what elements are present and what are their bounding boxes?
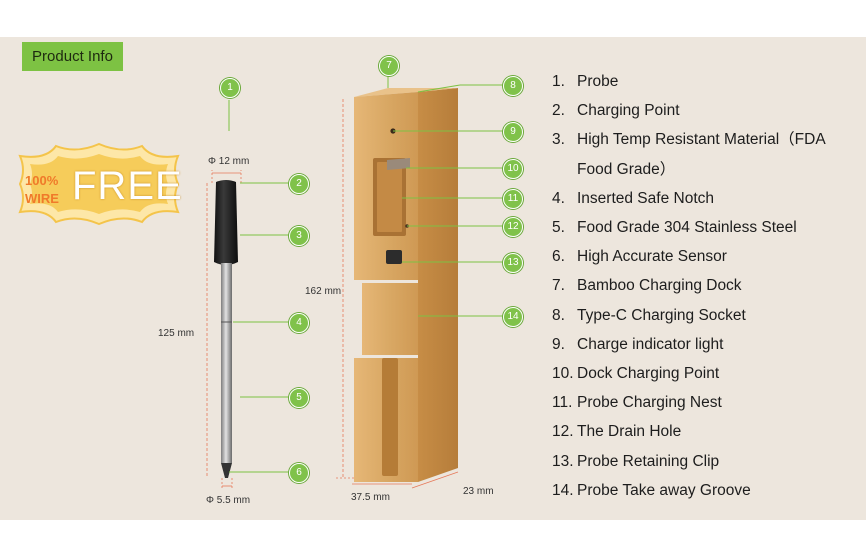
- feature-text: Charging Point: [577, 102, 680, 120]
- feature-number: 5.: [552, 219, 565, 237]
- bamboo-dock: [336, 75, 503, 489]
- callout-10: 10: [503, 159, 523, 179]
- feature-text: Probe Charging Nest: [577, 394, 722, 412]
- feature-text: The Drain Hole: [577, 423, 682, 441]
- feature-text: Bamboo Charging Dock: [577, 277, 742, 295]
- dim-probe-length: 125 mm: [158, 328, 195, 339]
- feature-number: 14.: [552, 481, 574, 499]
- callout-12: 12: [503, 217, 523, 237]
- feature-item: 6. High Accurate Sensor: [552, 242, 852, 271]
- feature-number: 10.: [552, 365, 574, 383]
- callout-13: 13: [503, 253, 523, 273]
- dim-dock-width: 37.5 mm: [351, 492, 390, 503]
- probe: [206, 100, 289, 490]
- feature-number: 2.: [552, 102, 565, 120]
- feature-number: 3.: [552, 131, 565, 149]
- callout-4: 4: [289, 313, 309, 333]
- free-wire-label: WIRE: [25, 191, 59, 206]
- feature-item: 8. Type-C Charging Socket: [552, 301, 852, 330]
- dim-probe-tip: Φ 5.5 mm: [206, 495, 251, 506]
- feature-text: Probe Retaining Clip: [577, 452, 720, 470]
- free-percent-label: 100%: [25, 173, 59, 188]
- callout-14: 14: [503, 307, 523, 327]
- feature-item: 2. Charging Point: [552, 96, 852, 125]
- feature-number: 8.: [552, 306, 565, 324]
- callout-1: 1: [220, 78, 240, 98]
- feature-number: 6.: [552, 248, 565, 266]
- feature-number: 4.: [552, 189, 565, 207]
- feature-number: 9.: [552, 335, 565, 353]
- callout-11: 11: [503, 189, 523, 209]
- feature-item: 13.Probe Retaining Clip: [552, 447, 852, 476]
- dim-probe-head: Φ 12 mm: [208, 156, 250, 167]
- feature-number: 13.: [552, 452, 574, 470]
- feature-text: High Accurate Sensor: [577, 248, 727, 266]
- feature-text: Type-C Charging Socket: [577, 306, 746, 324]
- product-info-badge: Product Info: [22, 42, 123, 71]
- callout-7: 7: [379, 56, 399, 76]
- feature-text: Dock Charging Point: [577, 365, 720, 383]
- feature-number: 12.: [552, 423, 574, 441]
- feature-text: Inserted Safe Notch: [577, 189, 714, 207]
- dim-dock-height: 162 mm: [305, 286, 342, 297]
- free-label: FREE: [72, 164, 183, 208]
- feature-item: 12.The Drain Hole: [552, 417, 852, 446]
- callout-6: 6: [289, 463, 309, 483]
- callout-5: 5: [289, 388, 309, 408]
- callout-2: 2: [289, 174, 309, 194]
- feature-item: 3. High Temp Resistant Material（FDA Food …: [552, 125, 852, 183]
- feature-text: Probe: [577, 73, 619, 90]
- callout-8: 8: [503, 76, 523, 96]
- feature-item: 10.Dock Charging Point: [552, 359, 852, 388]
- feature-item: 11.Probe Charging Nest: [552, 388, 852, 417]
- feature-item: 5. Food Grade 304 Stainless Steel: [552, 213, 852, 242]
- feature-list: 1. Probe 2. Charging Point 3. High Temp Resis…: [552, 67, 852, 505]
- feature-number: 7.: [552, 277, 565, 295]
- feature-item: 1. Probe: [552, 67, 852, 96]
- wire-free-stamp: 100% WIRE FREE: [16, 140, 182, 228]
- feature-item: 14.Probe Take away Groove: [552, 476, 852, 505]
- feature-item: 7. Bamboo Charging Dock: [552, 271, 852, 300]
- callout-3: 3: [289, 226, 309, 246]
- feature-number: 1.: [552, 73, 565, 90]
- feature-text: Probe Take away Groove: [577, 481, 751, 499]
- feature-number: 11.: [552, 394, 573, 412]
- feature-text: Food Grade 304 Stainless Steel: [577, 219, 797, 237]
- dim-dock-depth: 23 mm: [463, 486, 494, 497]
- feature-item: 9. Charge indicator light: [552, 330, 852, 359]
- feature-item: 4. Inserted Safe Notch: [552, 184, 852, 213]
- feature-text: Charge indicator light: [577, 335, 724, 353]
- feature-text: High Temp Resistant Material（FDA Food Gr…: [577, 131, 825, 178]
- callout-9: 9: [503, 122, 523, 142]
